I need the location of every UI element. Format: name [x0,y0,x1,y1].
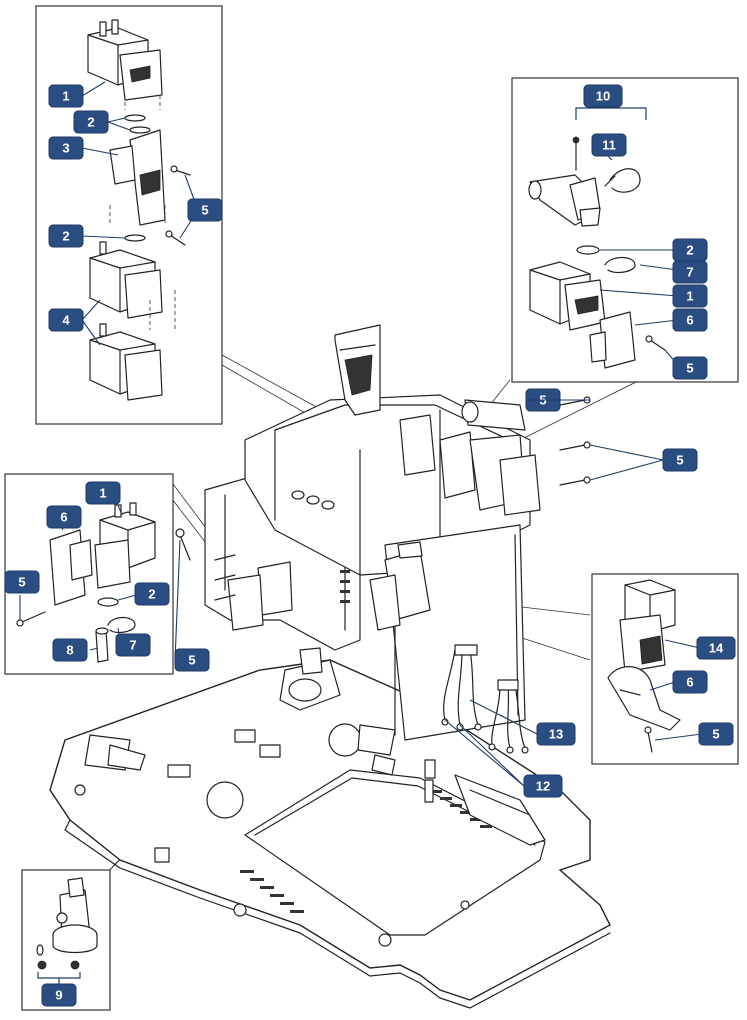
svg-text:4: 4 [62,313,70,328]
callout-13: 13 [536,722,576,746]
svg-text:2: 2 [62,229,69,244]
callout-5: 5 [174,648,210,672]
svg-text:1: 1 [686,289,693,304]
svg-text:5: 5 [686,361,693,376]
callout-5: 5 [672,356,708,380]
callout-7: 7 [115,633,151,657]
svg-text:5: 5 [201,203,208,218]
callout-9: 9 [41,983,77,1007]
callout-1: 1 [672,284,708,308]
callout-labels: 1 2 3 5 2 4 10 11 2 7 1 6 5 5 5 [4,84,736,1007]
svg-text:5: 5 [676,453,683,468]
main-leaders [174,399,664,787]
svg-text:1: 1 [62,89,69,104]
callout-5: 5 [698,722,734,746]
callout-3: 3 [48,136,84,160]
callout-4: 4 [48,308,84,332]
detail-box-bottom-left [21,869,111,1011]
callout-2: 2 [48,224,84,248]
svg-text:5: 5 [18,575,25,590]
svg-text:5: 5 [188,653,195,668]
svg-text:6: 6 [686,675,693,690]
svg-text:8: 8 [66,643,73,658]
callout-11: 11 [591,133,627,157]
svg-text:7: 7 [129,638,136,653]
svg-text:10: 10 [596,89,610,104]
callout-1: 1 [85,481,121,505]
svg-text:9: 9 [55,988,62,1003]
callout-10: 10 [583,84,623,108]
callout-14: 14 [696,636,736,660]
callout-6: 6 [672,670,708,694]
callout-2: 2 [672,238,708,262]
svg-text:11: 11 [602,138,616,153]
svg-text:1: 1 [99,486,106,501]
svg-text:2: 2 [148,587,155,602]
callout-5: 5 [4,570,40,594]
callout-2: 2 [73,110,109,134]
callout-8: 8 [52,638,88,662]
vent-slots [240,790,492,913]
callout-7: 7 [672,260,708,284]
callout-5: 5 [662,448,698,472]
callout-6: 6 [46,505,82,529]
base-plate [49,659,611,1009]
svg-text:5: 5 [712,727,719,742]
svg-text:13: 13 [549,727,563,742]
svg-text:2: 2 [686,243,693,258]
svg-text:14: 14 [709,641,724,656]
svg-text:12: 12 [536,779,550,794]
detail-box-mid-right [591,573,739,765]
detail-box-top-right [511,77,739,383]
callout-1: 1 [48,84,84,108]
callout-6: 6 [672,308,708,332]
svg-text:3: 3 [62,141,69,156]
svg-text:7: 7 [686,265,693,280]
svg-text:6: 6 [686,313,693,328]
svg-text:6: 6 [60,510,67,525]
callout-5: 5 [187,198,223,222]
callout-12: 12 [523,774,563,798]
main-housing [84,324,591,846]
detail-box-mid-left [4,473,174,675]
callout-2: 2 [134,582,170,606]
svg-text:2: 2 [87,115,94,130]
